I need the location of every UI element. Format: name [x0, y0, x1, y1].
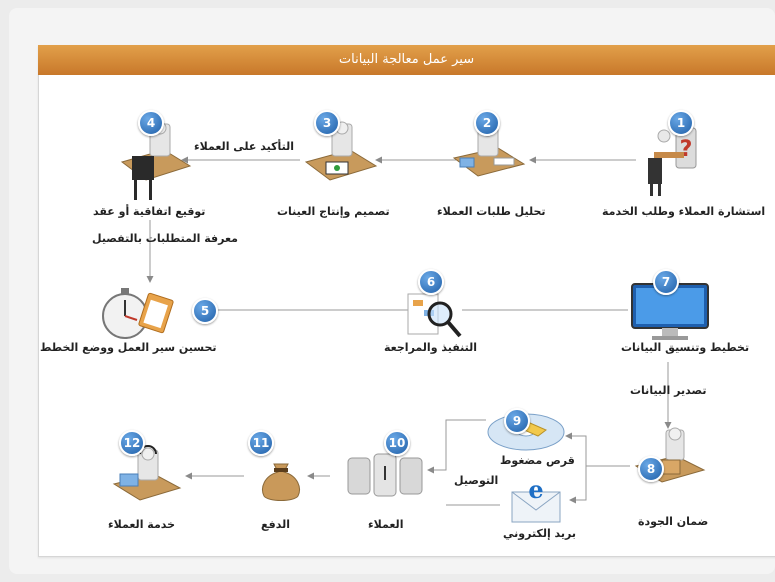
- svg-text:e: e: [528, 478, 543, 504]
- step-badge: 9: [504, 408, 530, 434]
- arrow-8-to-email: [569, 466, 587, 504]
- email-label: بريد إلكتروني: [503, 527, 577, 540]
- step-label: تحليل طلبات العملاء: [437, 205, 546, 218]
- monitor-icon: [631, 283, 709, 340]
- edge-label-requirements: معرفة المتطلبات بالتفصيل: [92, 232, 238, 245]
- step-badge: 3: [314, 110, 340, 136]
- support-headset-icon: [112, 445, 182, 501]
- design-desk-icon: [304, 121, 378, 181]
- magnifier-document-icon: [407, 293, 462, 338]
- svg-text:?: ?: [680, 137, 693, 162]
- stopwatch-clipboard-icon: [102, 288, 174, 339]
- step-badge: 7: [653, 269, 679, 295]
- step-badge: 12: [119, 430, 145, 456]
- step-label: خدمة العملاء: [108, 518, 176, 531]
- email-icon: e: [511, 478, 561, 523]
- consultation-icon: ?: [648, 127, 697, 196]
- customers-icon: [347, 453, 423, 497]
- step-badge: 5: [192, 298, 218, 324]
- step-badge: 11: [248, 430, 274, 456]
- arrow-9-to-10: [427, 419, 486, 474]
- edge-label-confirm: التأكيد على العملاء: [194, 140, 295, 153]
- step-label: توقيع اتفاقية أو عقد: [93, 205, 206, 218]
- step-badge: 2: [474, 110, 500, 136]
- money-bag-icon: [262, 463, 300, 501]
- step-label: استشارة العملاء وطلب الخدمة: [602, 205, 766, 218]
- step-badge: 6: [418, 269, 444, 295]
- step-label: تحسين سير العمل ووضع الخطط: [40, 341, 217, 354]
- step-label: تخطيط وتنسيق البيانات: [621, 341, 750, 354]
- step-badge: 1: [668, 110, 694, 136]
- step-label: الدفع: [261, 518, 290, 531]
- edge-label-delivery: التوصيل: [454, 474, 499, 487]
- step-label: العملاء: [368, 518, 404, 531]
- step-label: ضمان الجودة: [638, 515, 709, 528]
- step-badge: 4: [138, 110, 164, 136]
- step-badge: 8: [638, 456, 664, 482]
- step-label: تصميم وإنتاج العينات: [277, 205, 390, 218]
- arrow-8-to-9: [565, 432, 630, 467]
- step-label: التنفيذ والمراجعة: [384, 341, 478, 354]
- diagram-title: سير عمل معالجة البيانات: [38, 45, 775, 75]
- step-label: قرص مضغوط: [500, 454, 575, 467]
- step-badge: 10: [384, 430, 410, 456]
- edge-label-export: تصدير البيانات: [630, 384, 707, 397]
- contract-signing-icon: [120, 121, 192, 200]
